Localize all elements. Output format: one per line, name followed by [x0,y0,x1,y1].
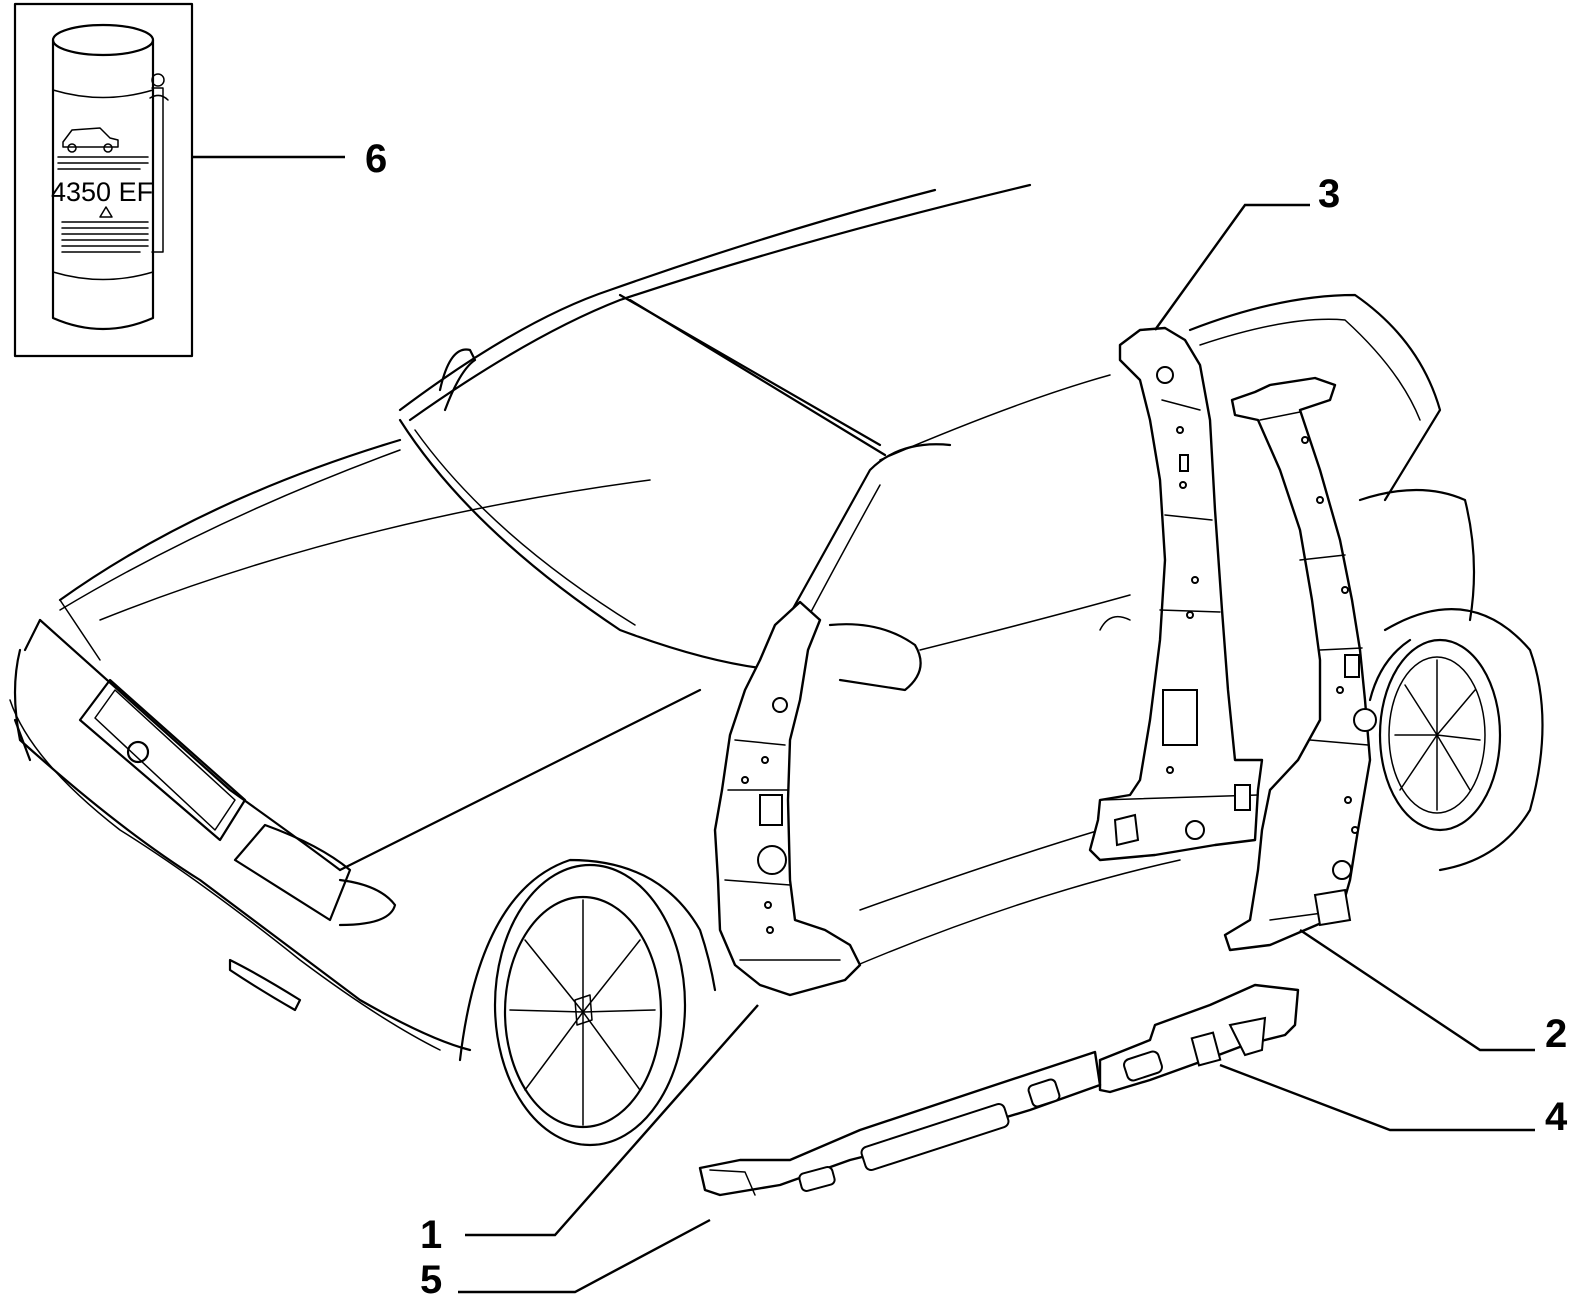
leader-5 [458,1218,711,1294]
front-wheel-spokes [509,899,656,1126]
leader-2 [1299,929,1535,1052]
part-3-b-pillar [1088,326,1264,862]
car-body-outline [9,183,1544,1147]
leader-4 [1219,1063,1535,1132]
callout-6: 6 [365,137,387,181]
part-2-c-pillar [1223,376,1377,952]
callout-2: 2 [1545,1012,1567,1056]
leader-lines [193,155,1535,1294]
part-5-front-sill [698,1050,1102,1197]
car-icon [62,127,119,148]
callout-5: 5 [420,1258,442,1297]
callout-numbers: 6 3 2 4 1 5 [365,137,1568,1297]
callout-4: 4 [1545,1095,1568,1139]
can-label: 4350 EF [51,177,153,207]
inset-frame [13,2,194,358]
part-1-a-pillar [713,600,862,997]
sealant-can: 4350 EF [51,23,169,331]
inset-box: 4350 EF [13,2,194,358]
warning-triangle-icon [99,206,113,218]
callout-1: 1 [420,1213,442,1257]
leader-1 [465,1004,759,1237]
callout-3: 3 [1318,172,1340,216]
part-4-rear-sill [1098,983,1300,1094]
leader-3 [1154,203,1310,331]
rear-wheel-spokes [1394,659,1481,811]
